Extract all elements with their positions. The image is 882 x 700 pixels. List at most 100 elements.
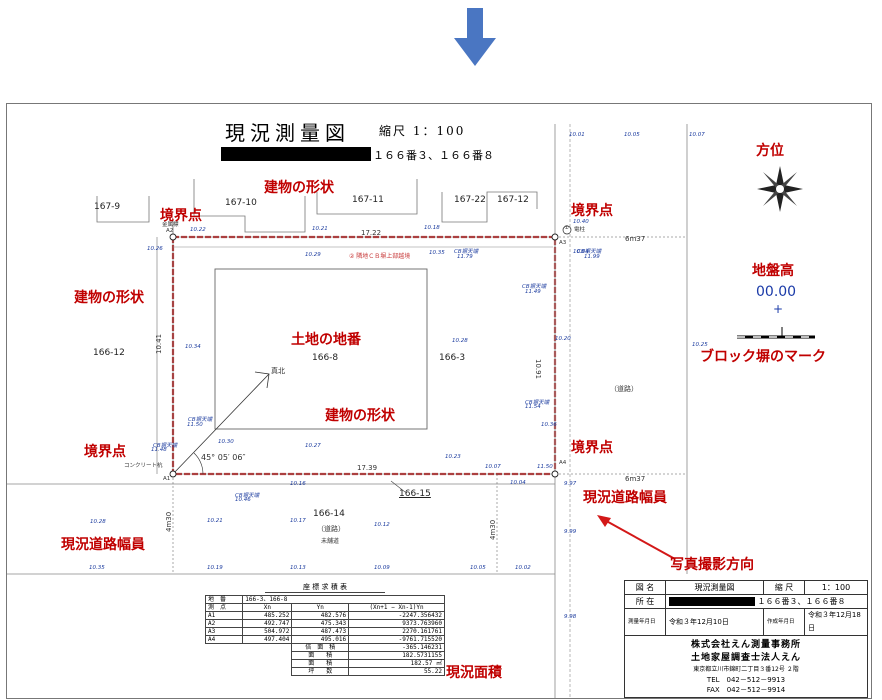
block-wall-note: CB塀天端 <box>577 249 602 255</box>
compass-icon <box>757 166 803 212</box>
elevation-label: 10.40 <box>573 219 589 225</box>
dimension-left: 10.41 <box>155 333 163 354</box>
redacted-block <box>221 147 371 161</box>
wall-note: ② 隣地ＣＢ塀上部越境 <box>349 253 411 260</box>
dimension-right: 10.91 <box>534 359 542 380</box>
true-north-line <box>172 373 270 475</box>
annotation-boundary-point: 境界点 <box>571 203 613 219</box>
annotation-boundary-point: 境界点 <box>84 444 126 460</box>
road-width-dim: 4m30 <box>165 511 173 532</box>
parcel-label: 167-9 <box>94 202 121 212</box>
road-width-dim: 6m37 <box>625 235 646 243</box>
elevation-label: 10.19 <box>207 565 223 571</box>
angle-label: 45° 05′ 06″ <box>201 453 246 462</box>
elevation-label: 10.35 <box>89 565 105 571</box>
point-label: A2 <box>166 228 174 234</box>
annotation-orientation: 方位 <box>756 143 784 159</box>
block-wall-note: CB塀天端 <box>153 443 178 449</box>
road-width-dim: 6m37 <box>625 475 646 483</box>
elevation-label: 9.99 <box>564 529 577 535</box>
elevation-label: 10.18 <box>424 225 440 231</box>
elevation-label: 11.99 <box>584 254 600 260</box>
parcel-label: 167-12 <box>497 195 529 205</box>
elevation-label: 10.23 <box>445 454 461 460</box>
ground-height-value: 00.00 <box>756 284 797 300</box>
corner-marker-a2 <box>169 233 177 241</box>
elevation-label: 10.28 <box>452 338 468 344</box>
drawing-scale: 縮尺 1：100 <box>379 124 466 138</box>
elevation-label: 10.01 <box>569 132 585 138</box>
title-block: 図 名 現況測量図 縮 尺 1：100 所 在 １６６番３、１６６番８ 測量年月… <box>624 580 868 698</box>
elevation-label: 10.07 <box>689 132 705 138</box>
office-address: 東京都立川市錦町二丁目３番12号 ２階 <box>693 666 799 673</box>
survey-drawing-frame: 現況測量図 縮尺 1：100 １６６番３、１６６番８ 167-9 167-10 … <box>6 103 872 699</box>
road-width-dim: 4m30 <box>489 519 497 540</box>
elevation-label: 11.49 <box>525 289 541 295</box>
elevation-label: 10.05 <box>470 565 486 571</box>
elevation-label: 10.26 <box>147 246 163 252</box>
office-fax: FAX 042－512－9914 <box>706 686 786 694</box>
elevation-label: 10.25 <box>692 342 708 348</box>
point-label: A4 <box>559 460 567 466</box>
annotation-road-width: 現況道路幅員 <box>583 490 667 506</box>
elevation-label: 11.50 <box>187 422 203 428</box>
parcel-label: 166-3 <box>439 353 466 363</box>
elevation-label: 9.98 <box>564 614 577 620</box>
dimension-top: 17.22 <box>361 229 382 237</box>
elevation-label: 10.21 <box>207 518 223 524</box>
elevation-label: 10.29 <box>305 252 321 258</box>
corner-marker-a1 <box>169 470 177 478</box>
annotation-boundary-point: 境界点 <box>160 208 202 224</box>
elevation-label: 10.28 <box>90 519 106 525</box>
neighbour-building-outline <box>96 196 150 223</box>
annotation-photo-direction: 写真撮影方向 <box>670 557 754 573</box>
dimension-bottom: 17.39 <box>357 464 378 472</box>
elevation-label: 10.04 <box>510 480 526 486</box>
annotation-boundary-point: 境界点 <box>571 440 613 456</box>
elevation-label: 10.22 <box>190 227 206 233</box>
elevation-label: 11.48 <box>151 447 167 453</box>
block-wall-note: CB塀天端 <box>525 400 550 406</box>
annotation-building-shape: 建物の形状 <box>325 408 395 424</box>
pole-marker <box>562 225 572 235</box>
parcel-label: 166-12 <box>93 348 125 358</box>
elevation-label: 10.16 <box>290 481 306 487</box>
coord-lot-value: 166-3、166-8 <box>242 595 445 604</box>
elevation-label: 10.46 <box>235 497 251 503</box>
block-wall-note: CB塀天端 <box>188 417 213 423</box>
parcel-label: 167-10 <box>225 198 257 208</box>
neighbour-building-outline <box>316 179 418 215</box>
block-wall-note: CB塀天端 <box>235 493 260 499</box>
parcel-label: 166-8 <box>312 353 339 363</box>
coord-lot-label: 地 番 <box>204 595 244 604</box>
elevation-label: 10.02 <box>515 565 531 571</box>
elevation-label: 10.04 <box>573 249 589 255</box>
point-label: コンクリート杭 <box>124 463 163 469</box>
road-label: （道路） <box>317 525 345 533</box>
drawing-address: １６６番３、１６６番８ <box>373 149 494 162</box>
ground-height-plus: + <box>773 302 784 316</box>
drawing-title: 現況測量図 <box>225 121 350 145</box>
annotation-building-shape: 建物の形状 <box>264 180 334 196</box>
elevation-label: 10.12 <box>374 522 390 528</box>
coord-header: 測 点 <box>204 603 244 612</box>
elevation-label: 10.05 <box>624 132 640 138</box>
road-label: （道路） <box>610 385 638 393</box>
company-name: 株式会社えん測量事務所 <box>690 640 801 650</box>
north-label: 真北 <box>271 367 285 375</box>
point-label: A3 <box>559 240 567 246</box>
elevation-label: 10.13 <box>290 565 306 571</box>
down-arrow-icon <box>454 8 496 66</box>
coord-table-title: 座 標 求 積 表 <box>265 582 385 593</box>
elevation-label: 10.30 <box>218 439 234 445</box>
point-label: A1 <box>163 476 171 482</box>
elevation-label: 11.54 <box>525 404 541 410</box>
